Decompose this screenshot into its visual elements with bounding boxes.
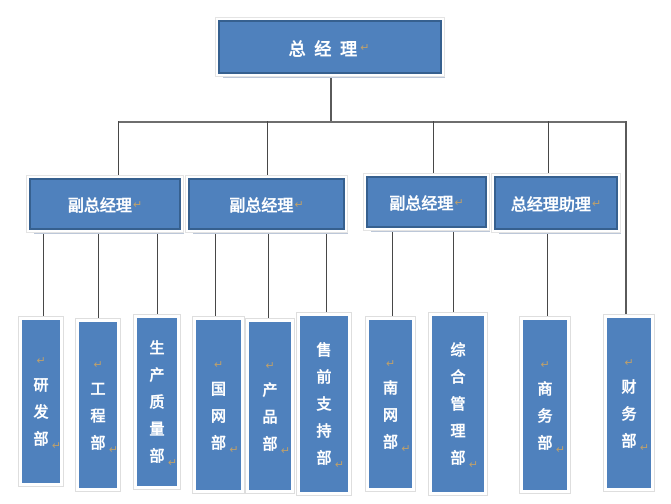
paragraph-mark-icon: ↵ [213, 358, 224, 371]
node-label: 副总经理 [229, 198, 294, 215]
node-label: 生产质量部 [149, 339, 165, 465]
node-label: 综合管理部 [450, 341, 466, 467]
node-dept-rnd[interactable]: ↵ 研发部 ↵ [22, 320, 61, 483]
paragraph-mark-icon: ↵ [540, 358, 550, 371]
paragraph-mark-icon: ↵ [294, 198, 304, 211]
node-label: 副总经理 [67, 198, 132, 215]
node-label: 国网部 [210, 380, 226, 452]
paragraph-mark-icon: ↵ [401, 442, 411, 455]
node-label: 财务部 [621, 378, 637, 450]
paragraph-mark-icon: ↵ [555, 443, 565, 456]
paragraph-mark-icon: ↵ [229, 443, 239, 456]
paragraph-mark-icon: ↵ [93, 358, 103, 371]
connector-drop-business [547, 232, 548, 320]
paragraph-mark-icon: ↵ [454, 196, 464, 209]
node-deputy-gm-1[interactable]: 副总经理↵ [29, 178, 181, 230]
paragraph-mark-icon: ↵ [51, 440, 61, 452]
node-label: 副总经理 [389, 196, 454, 213]
node-dept-southern-grid[interactable]: ↵ 南网部 ↵ [369, 320, 412, 488]
node-dept-engineering[interactable]: ↵ 工程部 ↵ [79, 322, 118, 488]
paragraph-mark-icon: ↵ [624, 356, 634, 369]
connector-drop-engineering [98, 230, 99, 322]
paragraph-mark-icon: ↵ [639, 441, 649, 454]
node-dept-general-admin[interactable]: 综合管理部 ↵ [432, 316, 484, 492]
connector-drop-presales [326, 230, 327, 316]
node-gm-assistant[interactable]: 总经理助理↵ [494, 176, 618, 230]
node-dept-finance[interactable]: ↵ 财务部 ↵ [607, 318, 651, 488]
connector-drop-general-admin [453, 228, 454, 316]
node-deputy-gm-2[interactable]: 副总经理↵ [188, 178, 345, 230]
paragraph-mark-icon: ↵ [132, 198, 143, 211]
paragraph-mark-icon: ↵ [591, 197, 602, 210]
paragraph-mark-icon: ↵ [360, 41, 372, 54]
connector-drop-southern-grid [392, 228, 393, 320]
connector-trunk [330, 74, 332, 122]
paragraph-mark-icon: ↵ [280, 444, 290, 457]
connector-drop-production-quality [157, 230, 158, 318]
paragraph-mark-icon: ↵ [468, 458, 478, 471]
connector-rail [118, 121, 627, 123]
connector-drop-finance [625, 121, 627, 319]
node-dept-state-grid[interactable]: ↵ 国网部 ↵ [196, 320, 241, 490]
paragraph-mark-icon: ↵ [108, 443, 118, 456]
node-label: 总经理助理 [510, 197, 591, 214]
paragraph-mark-icon: ↵ [385, 357, 396, 370]
node-label: 产品部 [262, 381, 278, 453]
node-dept-product[interactable]: ↵ 产品部 ↵ [249, 322, 291, 490]
node-deputy-gm-3[interactable]: 副总经理↵ [366, 176, 487, 228]
node-label: 工程部 [90, 380, 106, 452]
node-label: 商务部 [537, 380, 553, 452]
connector-drop-deputy-3 [433, 121, 434, 176]
node-label: 总 经 理 [288, 39, 360, 59]
node-dept-presales-support[interactable]: 售前支持部 ↵ [300, 316, 348, 492]
paragraph-mark-icon: ↵ [167, 456, 177, 469]
connector-drop-gm-assistant [548, 121, 549, 176]
connector-drop-state-grid [215, 230, 216, 320]
paragraph-mark-icon: ↵ [265, 359, 275, 372]
connector-drop-deputy-1 [118, 121, 119, 178]
paragraph-mark-icon: ↵ [36, 355, 46, 367]
connector-drop-deputy-2 [267, 121, 268, 178]
node-dept-production-quality[interactable]: 生产质量部 ↵ [137, 318, 177, 486]
connector-drop-rnd [43, 230, 44, 320]
node-label: 售前支持部 [316, 341, 332, 467]
connector-drop-product [268, 230, 269, 322]
paragraph-mark-icon: ↵ [334, 458, 344, 471]
node-label: 南网部 [382, 379, 398, 451]
node-general-manager[interactable]: 总 经 理↵ [218, 20, 442, 74]
node-label: 研发部 [33, 377, 49, 448]
node-dept-business[interactable]: ↵ 商务部 ↵ [523, 320, 567, 490]
